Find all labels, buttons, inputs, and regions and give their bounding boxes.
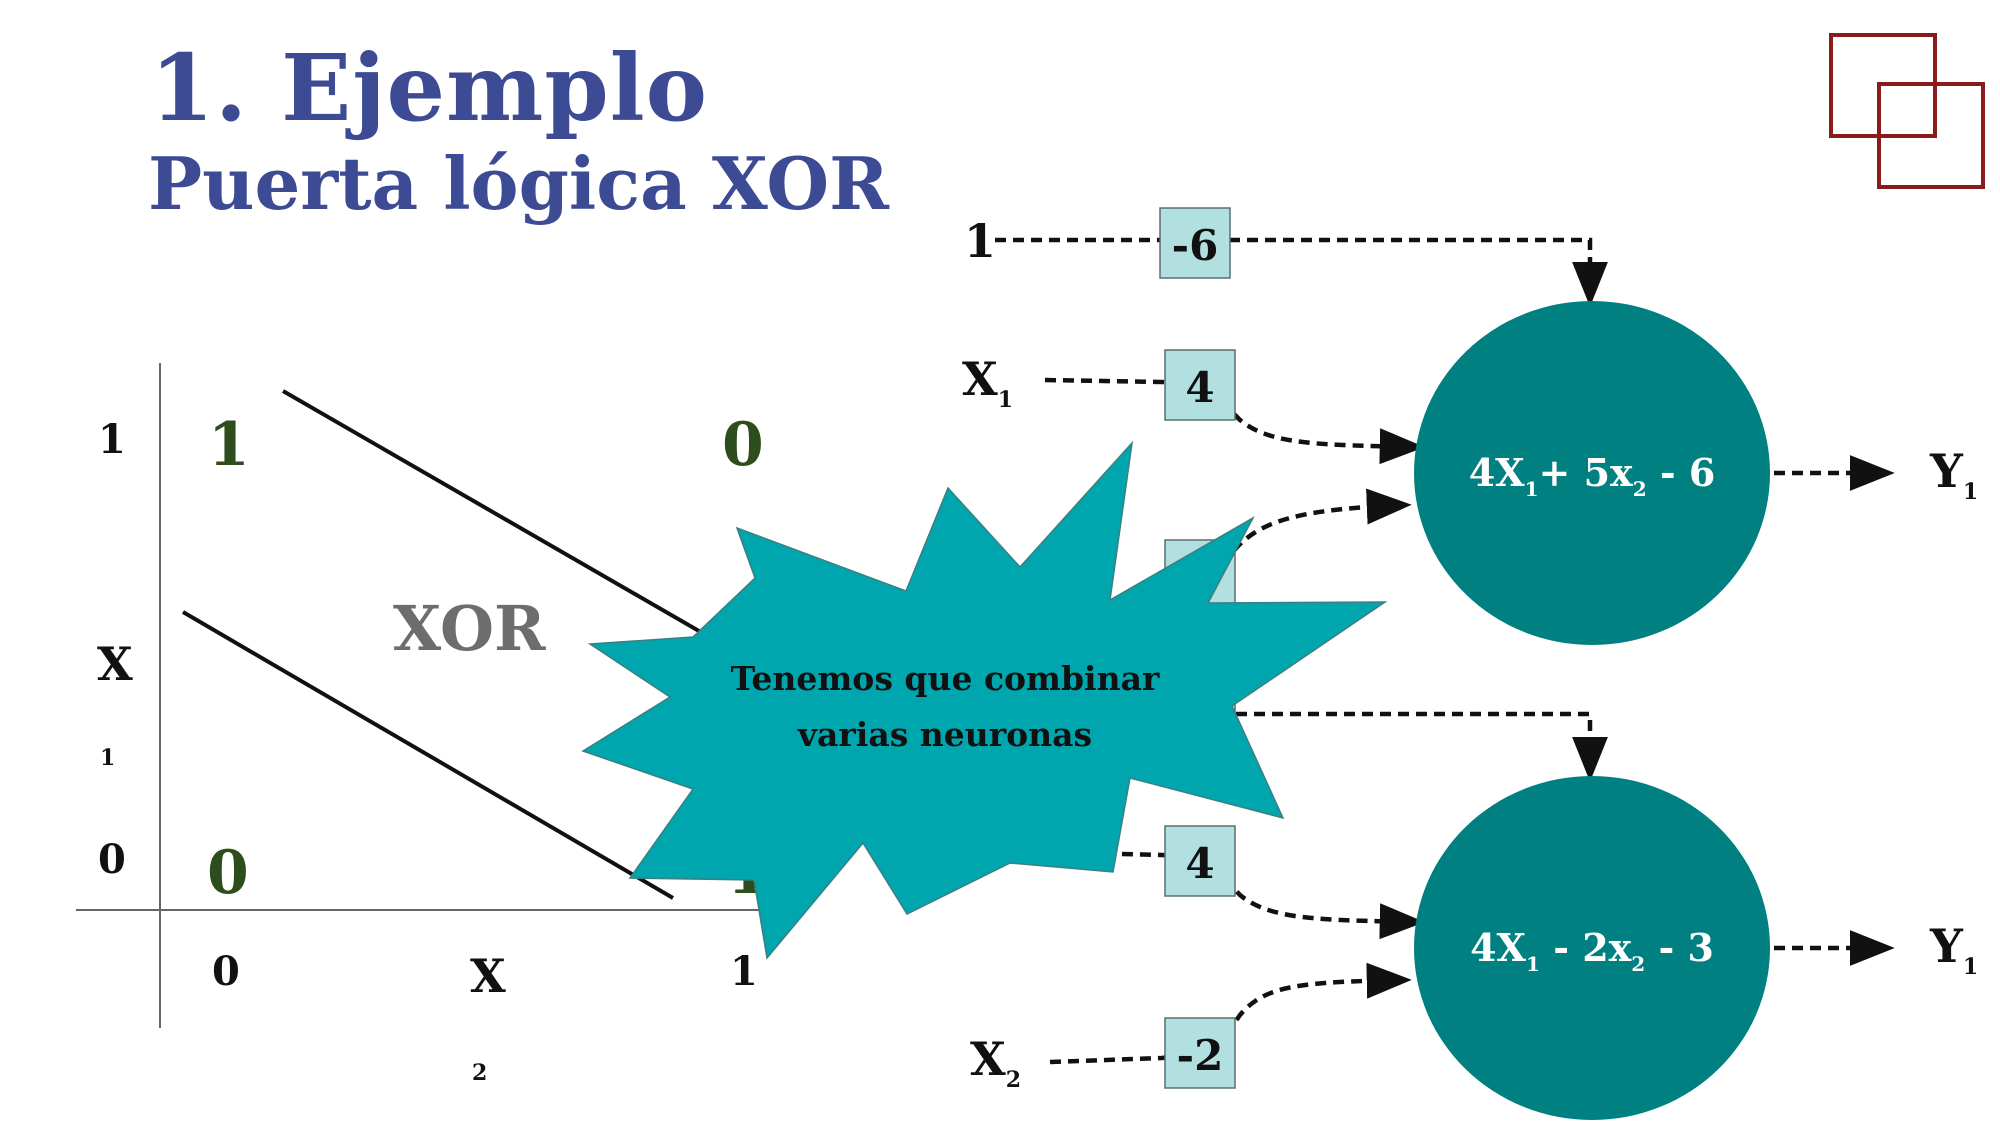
callout-line-2: varias neuronas bbox=[797, 715, 1092, 754]
weight-value: -6 bbox=[1172, 221, 1219, 270]
x-tick-0: 0 bbox=[212, 948, 240, 995]
callout-line-1: Tenemos que combinar bbox=[731, 659, 1160, 698]
y-tick-0: 0 bbox=[98, 836, 126, 883]
weight-value: -2 bbox=[1177, 1031, 1224, 1080]
weight-box-top-bias: -6 bbox=[1159, 207, 1231, 279]
output-y-top: Y1 bbox=[1929, 444, 1978, 505]
weight-box-bottom-x2: -2 bbox=[1164, 1017, 1236, 1089]
neural-network: 1 X1 X2 -6 4 5 bbox=[959, 207, 1978, 1120]
callout-burst: Tenemos que combinar varias neuronas bbox=[581, 440, 1388, 960]
weight-value: 4 bbox=[1185, 839, 1214, 888]
logo-icon bbox=[1829, 33, 1985, 189]
connection-bias-top bbox=[995, 237, 1608, 307]
separator-line-lower bbox=[181, 610, 675, 900]
x-tick-1: 1 bbox=[730, 948, 758, 995]
y-axis-label: X bbox=[97, 637, 133, 691]
input-x1-label: X1 bbox=[962, 352, 1013, 413]
bias-input-label: 1 bbox=[964, 214, 996, 268]
xor-plot: 1 0 X 1 0 1 X 2 1 0 0 1 XOR bbox=[76, 363, 771, 1086]
connection-bias-bottom bbox=[1200, 711, 1608, 782]
neuron-bottom: 4X1 - 2x2 - 3 bbox=[1414, 776, 1770, 1120]
slide-title: 1. Ejemplo bbox=[150, 34, 709, 142]
slide-subtitle: Puerta lógica XOR bbox=[148, 141, 889, 226]
connection-x2-top bbox=[1221, 488, 1412, 567]
xor-gate-label: XOR bbox=[393, 592, 546, 665]
weight-box-top-x1: 4 bbox=[1164, 349, 1236, 421]
x-axis-label: X bbox=[470, 949, 506, 1003]
input-x2-label: X2 bbox=[970, 1032, 1021, 1093]
separator-line-upper bbox=[282, 389, 771, 674]
value-top-right: 0 bbox=[722, 410, 764, 480]
value-top-left: 1 bbox=[208, 410, 250, 480]
y-axis-label-sub: 1 bbox=[100, 745, 115, 771]
y-tick-1: 1 bbox=[98, 416, 126, 463]
weight-value: 4 bbox=[1185, 363, 1214, 412]
output-y-bottom: Y1 bbox=[1929, 919, 1978, 980]
neuron-bottom-formula: 4X1 - 2x2 - 3 bbox=[1470, 925, 1714, 976]
value-bottom-left: 0 bbox=[207, 838, 249, 908]
neuron-top: 4X1+ 5x2 - 6 bbox=[1414, 301, 1770, 645]
x-axis-label-sub: 2 bbox=[472, 1060, 487, 1086]
neuron-top-formula: 4X1+ 5x2 - 6 bbox=[1469, 450, 1716, 501]
weight-box-bottom-x1: 4 bbox=[1164, 825, 1236, 897]
